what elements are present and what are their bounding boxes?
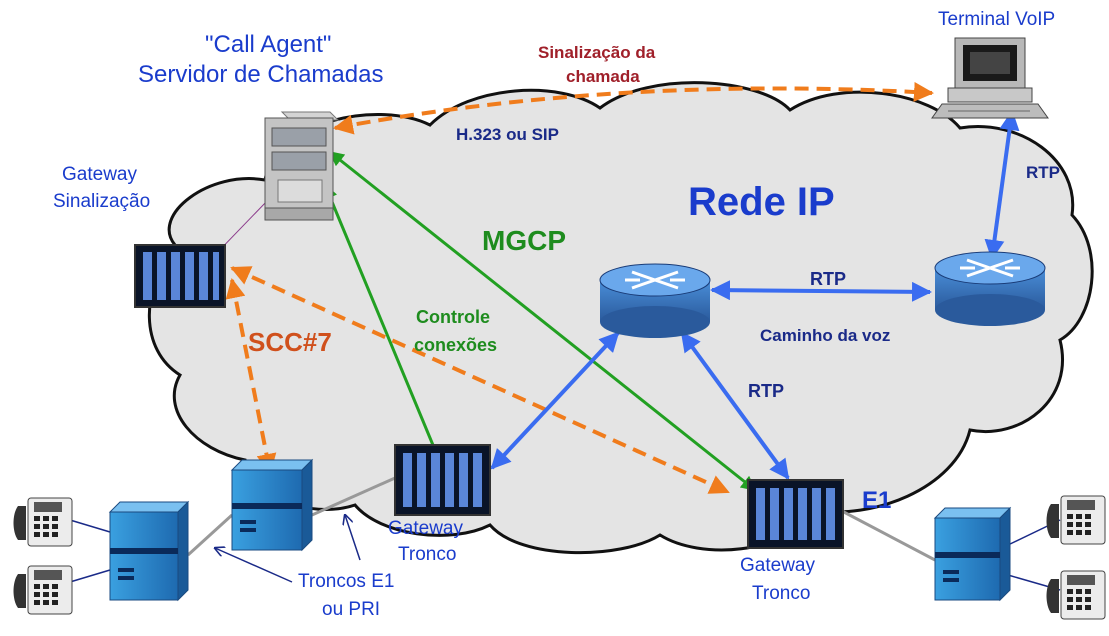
e1-label: E1 [862,487,892,514]
call-agent-subtitle: Servidor de Chamadas [138,61,384,88]
signaling-label-line2: chamada [566,67,640,86]
rtp-label-routers: RTP [810,269,846,289]
mgcp-label: MGCP [482,225,566,256]
signaling-label-line1: Sinalização da [538,43,656,62]
phone-link-2 [69,569,111,583]
troncos-pointer-1 [215,548,293,583]
gateway-tronco-left-line1: Gateway [388,518,463,539]
h323-sip-label: H.323 ou SIP [456,125,559,144]
gateway-sinalizacao-line1: Gateway [62,164,137,185]
controle-label-line1: Controle [416,307,490,327]
gateway-icon [134,244,226,308]
signaling-arrow-call [333,81,934,135]
rtp-label-gateway: RTP [748,381,784,401]
rede-ip-label: Rede IP [688,180,835,224]
gateway-tronco-right-line2: Tronco [752,583,811,604]
phone-icon [13,497,73,547]
troncos-label-line1: Troncos E1 [298,571,395,592]
gateway-icon [394,444,491,516]
gateway-sinalizacao-line2: Sinalização [53,191,151,212]
caminho-voz-label: Caminho da voz [760,326,891,345]
server-icon [264,111,340,221]
rtp-arrow-left-gateway [490,331,620,470]
gateway-tronco-left-line2: Tronco [398,544,457,565]
rtp-arrow-terminal [984,110,1020,260]
switch-icon [230,458,314,552]
scc7-label: SCC#7 [248,327,332,357]
gateway-icon [747,479,844,549]
phone-link-1 [69,519,111,533]
call-agent-title: "Call Agent" [205,31,332,58]
phone-icon [1046,495,1106,545]
gateway-tronco-right-line1: Gateway [740,555,815,576]
phone-icon [1046,570,1106,620]
terminal-voip-label: Terminal VoIP [938,9,1056,30]
troncos-label-line2: ou PRI [322,599,381,620]
switch-icon [933,506,1012,602]
rtp-label-terminal: RTP [1026,163,1060,182]
switch-link-1 [186,513,234,557]
router-icon [599,263,711,338]
phone-icon [13,565,73,615]
rtp-arrow-right-gateway [680,331,790,480]
rtp-arrow-routers [710,280,932,302]
router-icon [934,251,1046,326]
switch-link-3 [839,508,936,562]
voip-terminal-icon [931,37,1049,119]
controle-label-line2: conexões [414,335,498,355]
switch-icon [108,500,190,602]
troncos-pointer-2 [345,515,361,561]
